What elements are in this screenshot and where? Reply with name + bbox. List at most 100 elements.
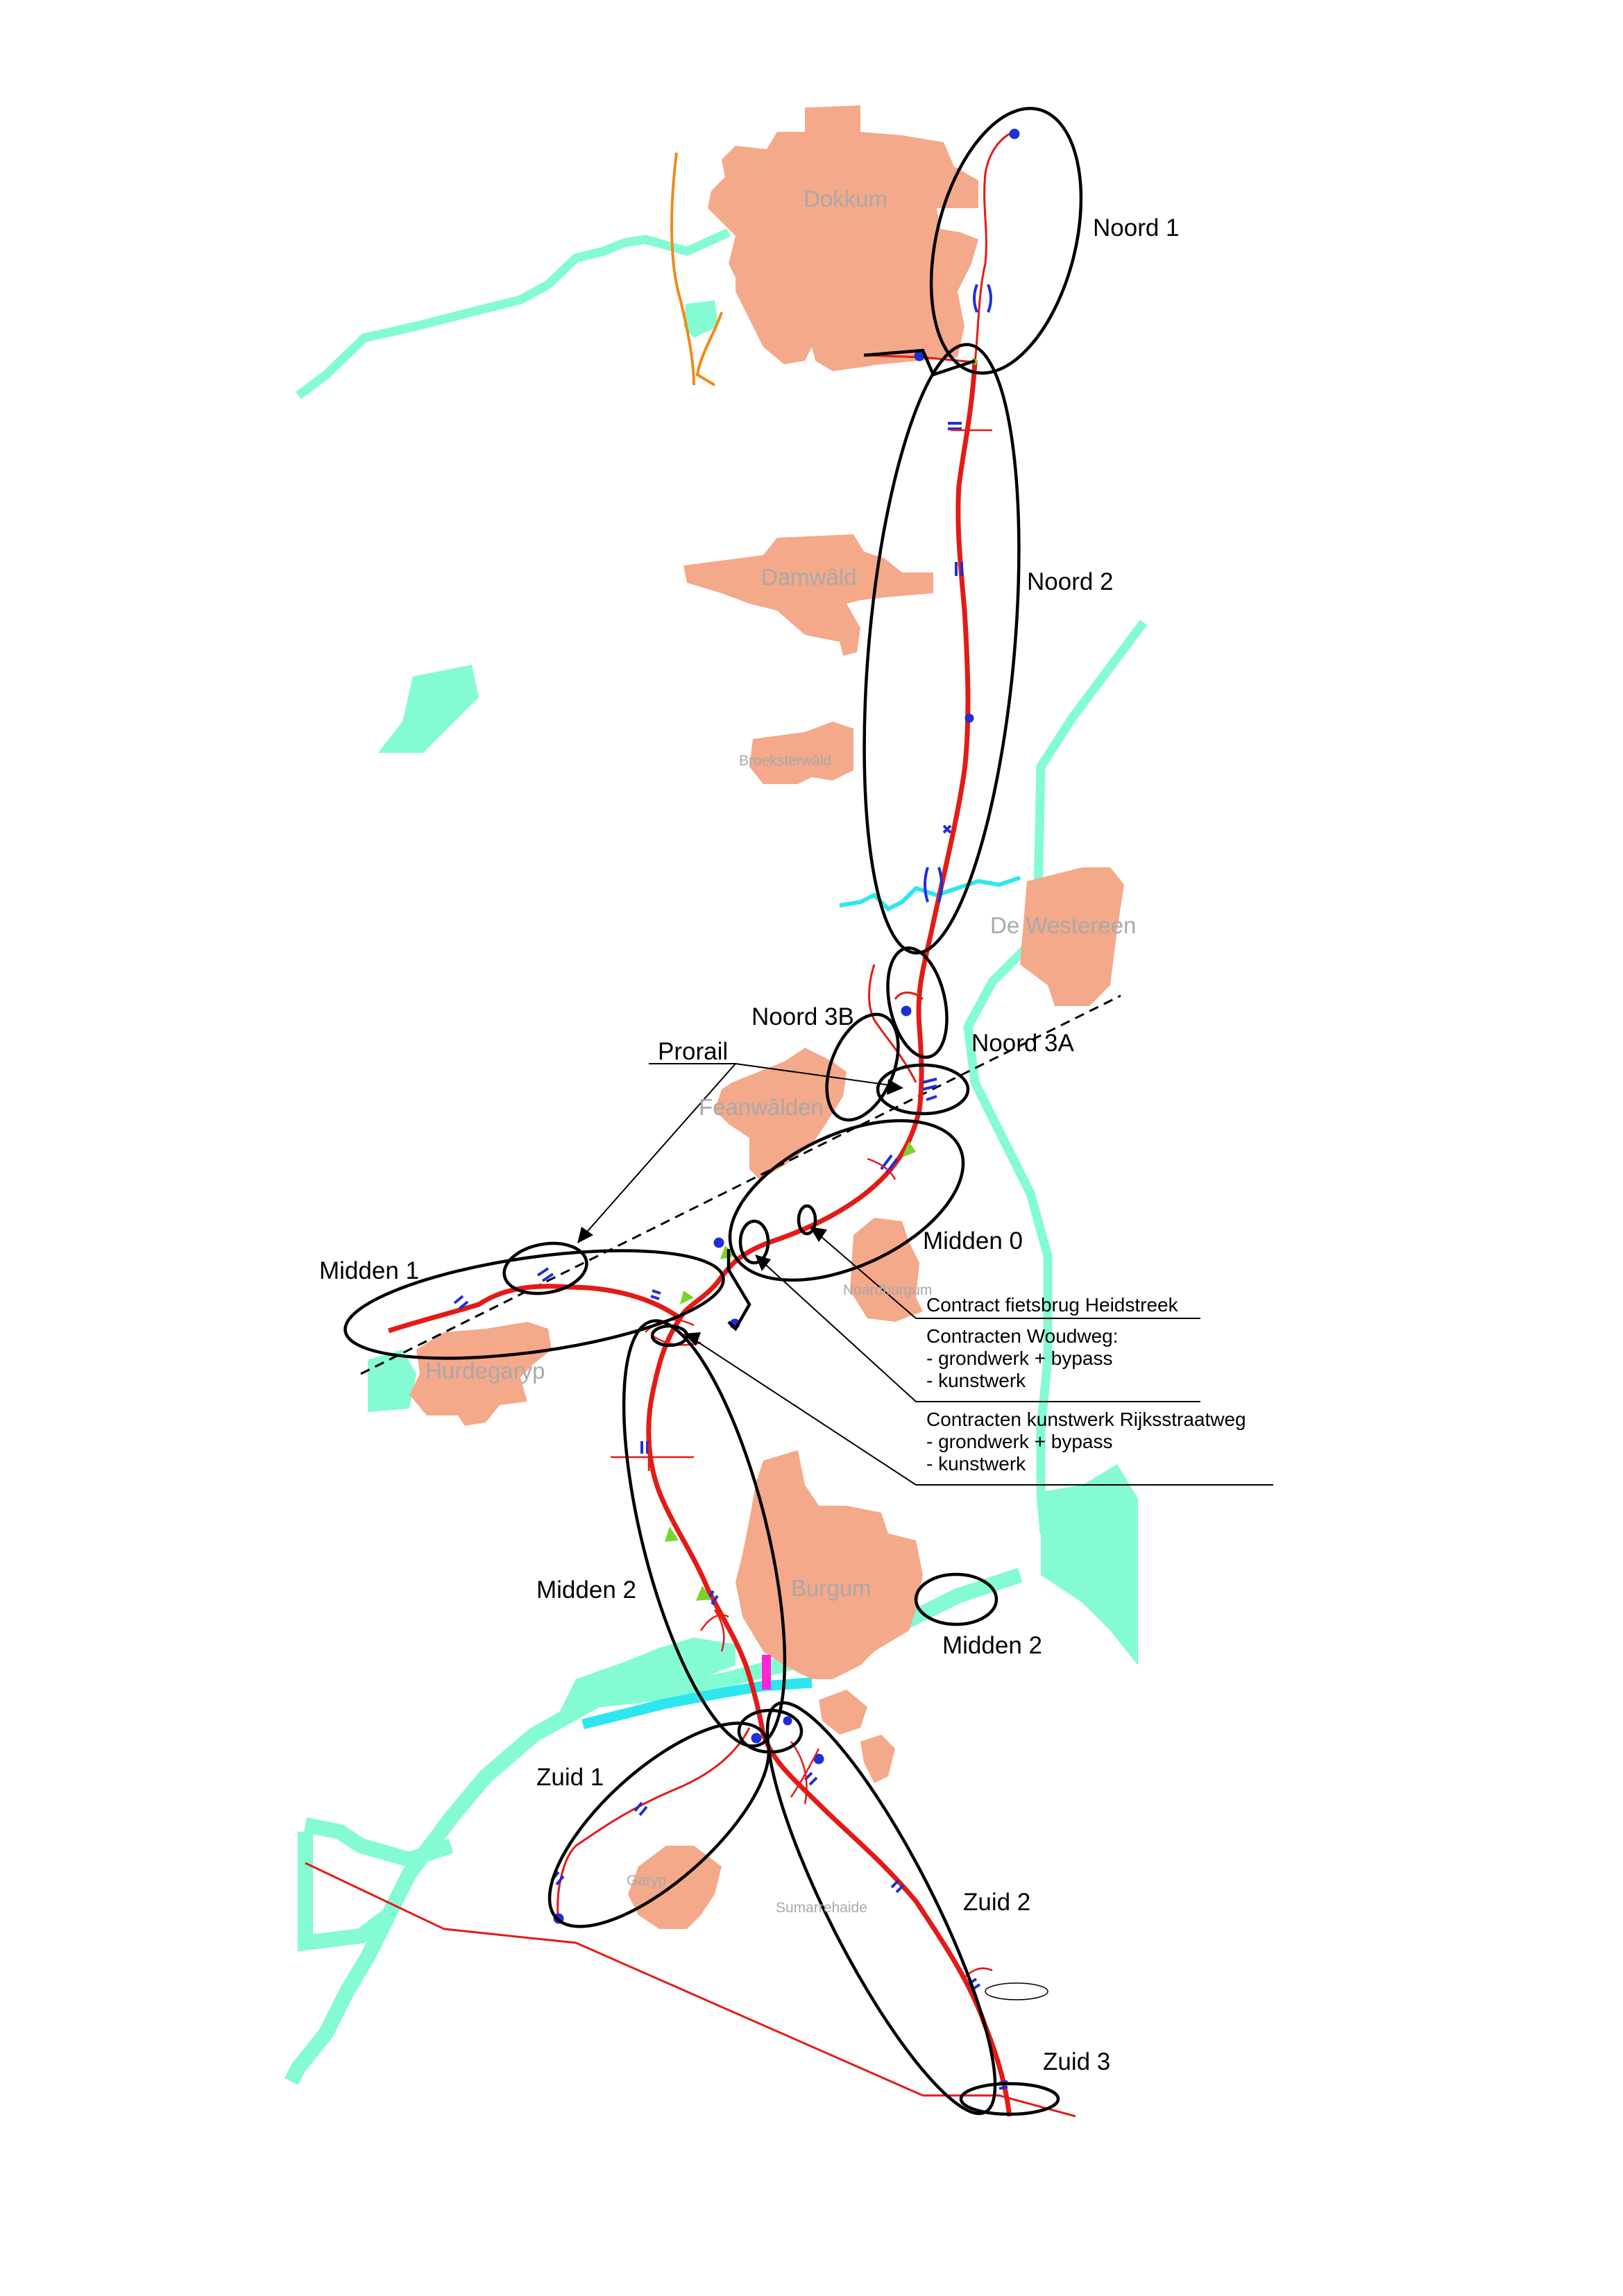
leader-rijksstraatweg [690, 1336, 1273, 1486]
town-burgum-south [819, 1690, 867, 1735]
canal-north [839, 876, 1021, 912]
ellipse-zuid2-small [985, 1982, 1048, 2000]
route-north [646, 362, 1012, 2117]
town-noardburgum [850, 1218, 923, 1322]
town-label-feanwalden: Feanwâlden [699, 1094, 824, 1120]
bridge-symbol [650, 1289, 661, 1300]
segment-label-midden0: Midden 0 [923, 1227, 1023, 1255]
marker-green [665, 1527, 679, 1542]
local-roads [611, 429, 993, 1978]
segment-label-midden1: Midden 1 [319, 1257, 419, 1284]
ellipse-fietsbrug [797, 1204, 817, 1236]
ellipse-prorail-west [502, 1241, 588, 1295]
local-road [790, 1741, 820, 1805]
region-boundary [305, 1862, 1076, 2118]
structure-node [901, 1005, 912, 1017]
town-label-de-westereen: De Westereen [990, 912, 1136, 938]
segment-label-zuid3: Zuid 3 [1043, 2048, 1110, 2075]
segment-label-noord1: Noord 1 [1093, 214, 1180, 241]
note-woudweg-item1: - grondwerk + bypass [926, 1347, 1112, 1369]
town-label-dokkum: Dokkum [804, 186, 887, 212]
segment-labels: Noord 1 Noord 2 Noord 3B Noord 3A Prorai… [319, 214, 1180, 2075]
ellipse-noord3a [886, 946, 949, 1059]
main-route [387, 130, 1014, 2117]
town-label-damwald: Damwâld [761, 564, 857, 590]
leader-lines [577, 1063, 1273, 1486]
town-hurdegaryp [409, 1322, 552, 1426]
segment-outlines [343, 107, 1083, 2116]
marker-green [680, 1291, 694, 1304]
segment-label-noord3a: Noord 3A [971, 1030, 1075, 1057]
marker-green [902, 1141, 916, 1157]
local-road [611, 429, 992, 1471]
ellipse-midden2-east [914, 1572, 999, 1626]
segment-label-zuid1: Zuid 1 [536, 1764, 604, 1791]
segment-label-noord2: Noord 2 [1027, 568, 1114, 595]
ellipse-prorail-north [876, 1063, 970, 1116]
leader-woudweg [759, 1259, 1200, 1402]
bridge-symbol [890, 1879, 905, 1894]
waterway-east [963, 620, 1148, 1534]
lake-west [378, 665, 479, 753]
structures [453, 128, 1020, 2090]
segment-label-zuid2: Zuid 2 [963, 1889, 1030, 1916]
town-broeksterwald [749, 722, 853, 784]
contract-notes: Contract fietsbrug Heidstreek Contracten… [926, 1294, 1246, 1474]
bridge-symbol [880, 1154, 899, 1174]
pond-dokkum [683, 300, 718, 338]
ellipse-zuid1 [547, 1721, 771, 1928]
canal-orange-dokkum [670, 152, 723, 386]
note-rijksstraatweg-item1: - grondwerk + bypass [926, 1431, 1112, 1452]
note-rijksstraatweg-item2: - kunstwerk [926, 1453, 1026, 1474]
ellipse-noord2 [863, 343, 1021, 955]
town-de-westereen [1020, 867, 1124, 1006]
route-noord3b-branch [868, 964, 924, 1083]
bridge-symbol [640, 1441, 649, 1454]
segment-label-midden2-east: Midden 2 [942, 1632, 1042, 1659]
arrowhead-woudweg [755, 1255, 771, 1271]
leader-prorail-north [735, 1063, 896, 1087]
structure-node [965, 713, 974, 723]
note-woudweg-item2: - kunstwerk [926, 1370, 1026, 1391]
ellipse-midden1 [343, 1249, 725, 1360]
town-feanwalden [715, 1048, 847, 1180]
lake-south-west [555, 1638, 736, 1721]
bridge-symbol [973, 284, 992, 313]
canals [581, 876, 1021, 1730]
route-west [387, 1284, 682, 1334]
bridge-symbol [922, 1078, 937, 1101]
town-burgum-south2 [860, 1735, 895, 1783]
town-labels: Dokkum Damwâld Broeksterwâld De Westeree… [425, 186, 1136, 1916]
arrowhead-prorail-north [887, 1079, 903, 1095]
ellipse-noord3b [825, 1012, 900, 1122]
leader-prorail-west [582, 1063, 736, 1237]
marker-green [696, 1585, 711, 1601]
railway-line [360, 994, 1121, 1375]
route-zuid1 [556, 1727, 751, 1923]
structure-node [1009, 128, 1020, 139]
bridge-symbol [948, 422, 962, 430]
town-dokkum [708, 105, 978, 371]
local-road [867, 1157, 897, 1180]
waterways [284, 228, 1148, 2085]
leader-fietsbrug [815, 1231, 1200, 1319]
town-burgum [736, 1450, 923, 1679]
ellipse-midden2 [622, 1319, 787, 1748]
town-label-burgum: Burgum [791, 1575, 872, 1601]
segment-label-midden2: Midden 2 [536, 1576, 636, 1604]
structure-node [751, 1733, 762, 1744]
waterway-sw-edge [303, 1817, 454, 1868]
structure-node [713, 1237, 724, 1248]
segment-label-prorail: Prorail [658, 1038, 728, 1065]
note-woudweg-title: Contracten Woudweg: [926, 1325, 1119, 1347]
segment-label-noord3b: Noord 3B [751, 1003, 854, 1030]
town-label-broeksterwald: Broeksterwâld [739, 753, 831, 769]
arrowhead-rijksstraatweg [683, 1332, 701, 1346]
bridge-symbol [536, 1267, 554, 1282]
structure-node [783, 1716, 792, 1726]
note-fietsbrug: Contract fietsbrug Heidstreek [926, 1294, 1179, 1316]
marker-magenta [762, 1655, 771, 1690]
ellipse-midden0 [728, 1119, 965, 1282]
ellipse-woudweg [738, 1219, 770, 1265]
bridge-symbol [955, 562, 963, 576]
